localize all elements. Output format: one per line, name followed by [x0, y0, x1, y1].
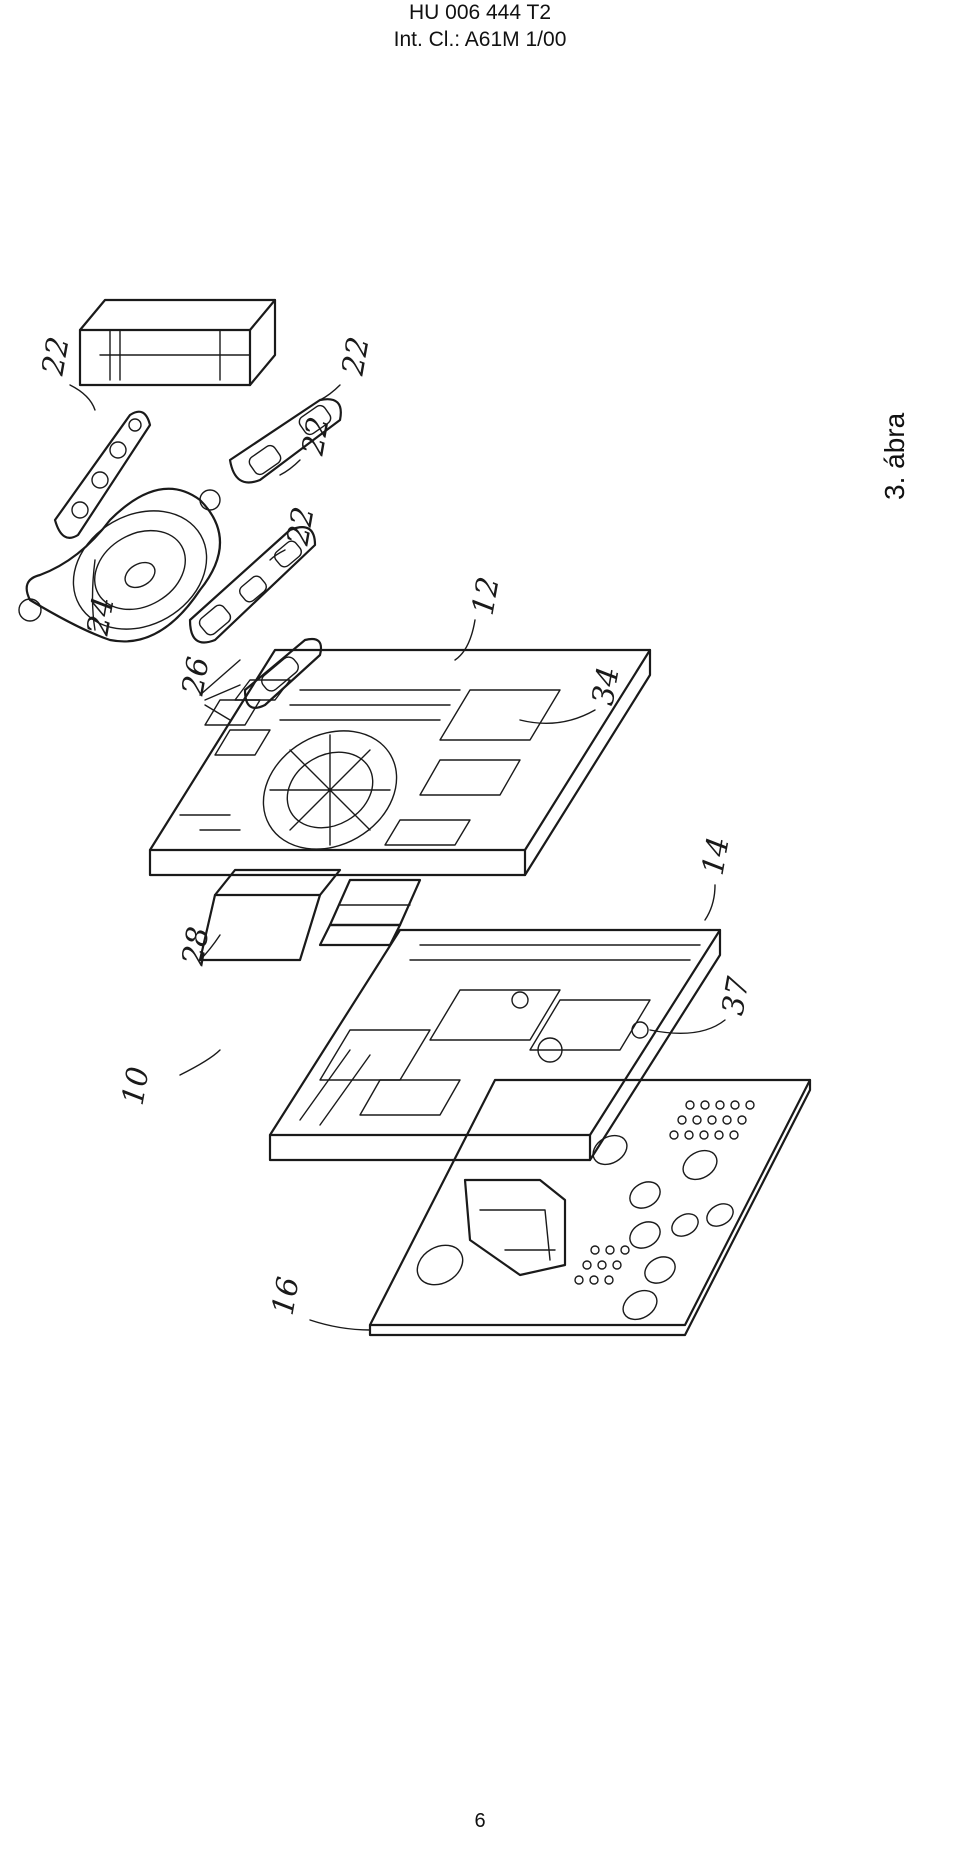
plate-12: [148, 648, 652, 877]
ref-22a: 22: [35, 334, 76, 379]
ref-37: 37: [716, 973, 757, 1018]
seal-strip-22c: [188, 526, 317, 644]
housing-14: [268, 928, 722, 1162]
ref-22c: 22: [295, 414, 336, 459]
ref-14: 14: [696, 834, 737, 878]
figure-caption: 3. ábra: [879, 412, 910, 500]
ref-28: 28: [175, 924, 216, 969]
ref-16: 16: [266, 1274, 307, 1318]
front-panel-16: [368, 1078, 812, 1337]
reference-labels: 10 12 14 16 22 22 22 22 24 26 28 34 37: [35, 334, 757, 1331]
ref-10: 10: [116, 1064, 157, 1108]
ref-22d: 22: [280, 504, 321, 549]
flex-strip-28: [198, 868, 422, 962]
ref-24: 24: [80, 594, 121, 639]
ref-26: 26: [175, 654, 216, 699]
page-number: 6: [474, 1810, 486, 1832]
classification: Int. Cl.: A61M 1/00: [393, 28, 567, 51]
speaker-grille-bottom: [574, 1245, 630, 1285]
speaker-grille-top: [669, 1100, 755, 1140]
seal-strip-22a: [53, 410, 152, 539]
document-number: HU 006 444 T2: [408, 1, 552, 24]
box-component: [78, 298, 277, 387]
seal-strip-22d: [243, 637, 323, 709]
ref-22b: 22: [335, 334, 376, 379]
ref-34: 34: [586, 664, 627, 708]
seal-strip-22b: [228, 398, 342, 484]
disc-gasket-24: [18, 487, 221, 643]
ref-12: 12: [466, 574, 507, 618]
